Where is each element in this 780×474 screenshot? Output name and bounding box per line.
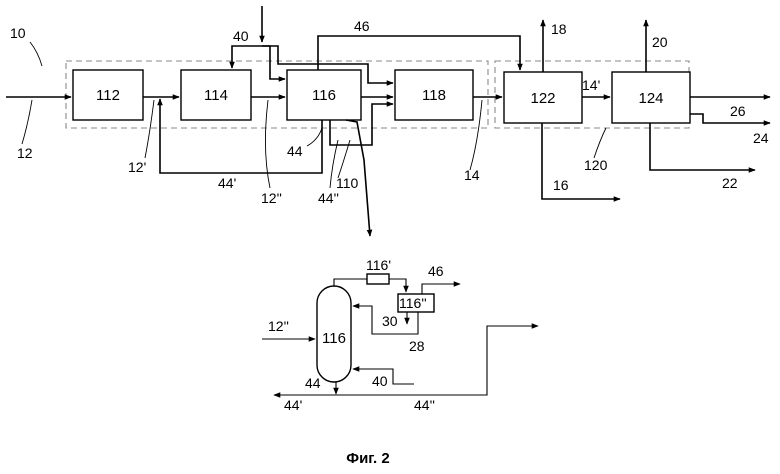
label-40: 40 xyxy=(233,28,249,44)
label-24: 24 xyxy=(753,130,769,146)
block-122-label: 122 xyxy=(530,90,555,107)
label-12p: 12' xyxy=(128,159,146,175)
reflux-drum-116pp-label: 116'' xyxy=(399,295,427,311)
label-12pp: 12'' xyxy=(261,190,282,206)
label-44: 44 xyxy=(287,143,303,159)
label-12: 12 xyxy=(17,145,33,161)
label-120: 120 xyxy=(584,157,608,173)
label-14p: 14' xyxy=(582,77,600,93)
label-26: 26 xyxy=(730,103,746,119)
block-112-label: 112 xyxy=(96,87,120,104)
detail-stream-46-line xyxy=(422,284,460,294)
detail-label-44: 44 xyxy=(305,375,321,391)
detail-label-30: 30 xyxy=(382,313,398,329)
label-16: 16 xyxy=(553,177,569,193)
label-46: 46 xyxy=(354,18,370,34)
label-20: 20 xyxy=(652,34,668,50)
condenser-116p xyxy=(367,274,389,284)
block-124-label: 124 xyxy=(638,90,663,107)
stream-22-line xyxy=(650,123,755,170)
detail-condenser-outlet-line xyxy=(389,279,406,292)
column-116-label: 116 xyxy=(322,330,346,347)
label-12pp-leader xyxy=(265,100,270,188)
detail-overhead-line xyxy=(334,279,367,286)
label-14: 14 xyxy=(464,167,480,183)
label-120-leader xyxy=(594,128,606,158)
detail-stream-44pp-line xyxy=(336,326,538,395)
label-12p-leader xyxy=(145,100,154,158)
block-116-label: 116 xyxy=(312,87,336,104)
label-10-leader xyxy=(30,42,42,66)
block-114-label: 114 xyxy=(204,87,228,104)
detail-label-46: 46 xyxy=(428,263,444,279)
stream-46-line xyxy=(318,36,520,70)
detail-label-28: 28 xyxy=(409,338,425,354)
detail-label-44pp: 44'' xyxy=(414,397,435,413)
label-12-leader xyxy=(22,100,32,144)
detail-label-40: 40 xyxy=(372,373,388,389)
label-44pp: 44'' xyxy=(318,190,339,206)
label-22: 22 xyxy=(722,175,738,191)
label-18: 18 xyxy=(551,21,567,37)
detail-label-44p: 44' xyxy=(284,397,302,413)
label-44-leader xyxy=(307,128,322,146)
figure-caption: Фиг. 2 xyxy=(346,450,389,467)
block-118-label: 118 xyxy=(422,87,446,104)
condenser-116p-label: 116' xyxy=(366,257,391,273)
detail-label-12pp: 12'' xyxy=(268,318,289,334)
stream-40-to-114-line xyxy=(232,46,262,68)
label-110: 110 xyxy=(336,175,359,191)
label-10: 10 xyxy=(10,25,26,41)
stream-40-to-116-line xyxy=(262,46,285,79)
label-44p: 44' xyxy=(218,175,236,191)
